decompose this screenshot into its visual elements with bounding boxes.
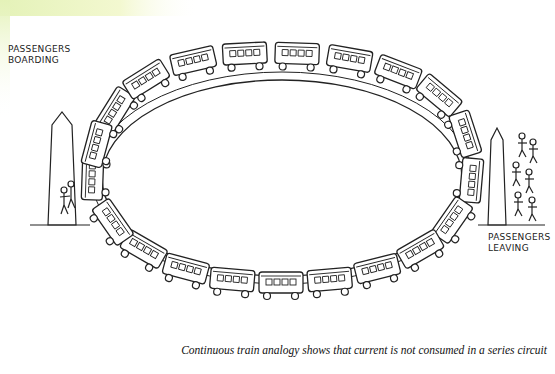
leaving-label: PASSENGERS LEAVING [488, 232, 552, 254]
slide-corner [0, 0, 200, 16]
track-outer [92, 72, 472, 284]
train-cars [81, 42, 484, 300]
leaving-platform [478, 128, 545, 225]
track-inner [102, 80, 462, 276]
boarding-label: PASSENGERS BOARDING [8, 44, 88, 66]
figure-caption: Continuous train analogy shows that curr… [150, 343, 547, 357]
boarding-platform [30, 112, 90, 225]
